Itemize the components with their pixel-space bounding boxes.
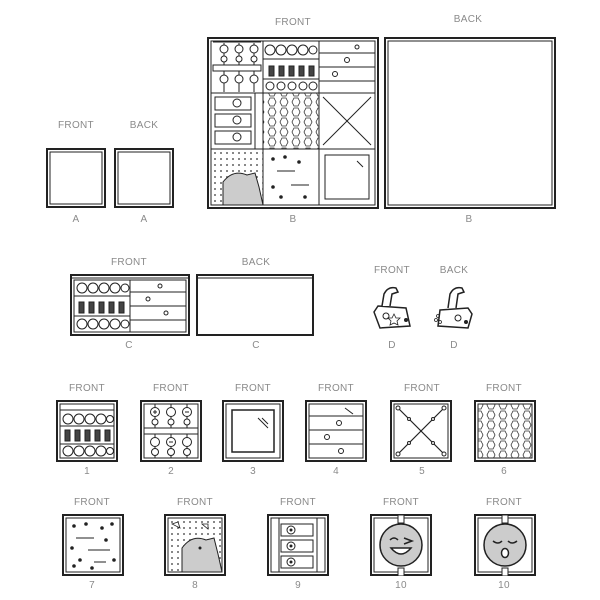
- piece-d-front-label: FRONT: [374, 265, 410, 276]
- panel-5-number: 5: [419, 466, 425, 477]
- piece-b-back-drawing: [384, 37, 556, 209]
- panel-8-drawing: [164, 514, 226, 576]
- piece-d-front-drawing: [373, 286, 411, 329]
- panel-7-label: FRONT: [74, 497, 110, 508]
- panel-6-number: 6: [501, 466, 507, 477]
- panel-3-mirror[interactable]: [222, 400, 284, 462]
- panel-2-abacus-beads[interactable]: [140, 400, 202, 462]
- panel-8-number: 8: [192, 580, 198, 591]
- panel-10-sleepy-face[interactable]: [474, 514, 536, 576]
- panel-6-hexagon-print[interactable]: [474, 400, 536, 462]
- panel-9-number: 9: [295, 580, 301, 591]
- piece-a-back-letter: A: [140, 214, 148, 225]
- piece-a-front[interactable]: [46, 148, 106, 208]
- piece-c-back-letter: C: [252, 340, 260, 351]
- panel-7-confetti-print[interactable]: [62, 514, 124, 576]
- piece-b-back-label: BACK: [453, 14, 483, 25]
- piece-a-back-drawing: [114, 148, 174, 208]
- piece-d-back[interactable]: [432, 282, 476, 332]
- panel-8-puzzle-leaf[interactable]: [164, 514, 226, 576]
- panel-1-rings-and-bottles[interactable]: [56, 400, 118, 462]
- panel-1-drawing: [56, 400, 118, 462]
- panel-7-number: 7: [89, 580, 95, 591]
- panel-2-drawing: [140, 400, 202, 462]
- panel-1-number: 1: [84, 466, 90, 477]
- panel-10a-drawing: [370, 514, 432, 576]
- panel-7-drawing: [62, 514, 124, 576]
- piece-a-back-label: BACK: [129, 120, 159, 131]
- panel-10b-label: FRONT: [486, 497, 522, 508]
- piece-d-back-drawing: [434, 286, 473, 329]
- panel-3-number: 3: [250, 466, 256, 477]
- panel-2-label: FRONT: [153, 383, 189, 394]
- panel-4-number: 4: [333, 466, 339, 477]
- piece-c-back-label: BACK: [241, 257, 271, 268]
- panel-10b-drawing: [474, 514, 536, 576]
- panel-5-label: FRONT: [404, 383, 440, 394]
- piece-b-front-label: FRONT: [275, 17, 311, 28]
- panel-6-drawing: [474, 400, 536, 462]
- panel-3-label: FRONT: [235, 383, 271, 394]
- piece-d-front[interactable]: [370, 282, 414, 332]
- panel-4-zipper-pockets[interactable]: [305, 400, 367, 462]
- piece-b-front-drawing: [207, 37, 379, 209]
- panel-9-label: FRONT: [280, 497, 316, 508]
- panel-10b-number: 10: [498, 580, 510, 591]
- piece-a-front-label: FRONT: [58, 120, 94, 131]
- panel-2-number: 2: [168, 466, 174, 477]
- piece-d-back-label: BACK: [439, 265, 469, 276]
- piece-a-front-letter: A: [72, 214, 80, 225]
- piece-c-back-drawing: [196, 274, 314, 336]
- piece-a-back[interactable]: [114, 148, 174, 208]
- panel-1-label: FRONT: [69, 383, 105, 394]
- piece-a-front-drawing: [46, 148, 106, 208]
- piece-c-back[interactable]: [196, 274, 316, 336]
- piece-d-front-letter: D: [388, 340, 396, 351]
- panel-5-drawing: [390, 400, 452, 462]
- piece-c-front[interactable]: [70, 272, 190, 336]
- panel-3-drawing: [222, 400, 284, 462]
- piece-d-back-letter: D: [450, 340, 458, 351]
- piece-c-front-letter: C: [125, 340, 133, 351]
- panel-10-winking-face[interactable]: [370, 514, 432, 576]
- panel-9-drawing: [267, 514, 329, 576]
- piece-c-front-label: FRONT: [111, 257, 147, 268]
- piece-b-front[interactable]: [207, 37, 379, 209]
- panel-4-label: FRONT: [318, 383, 354, 394]
- piece-b-back-letter: B: [465, 214, 473, 225]
- panel-4-drawing: [305, 400, 367, 462]
- panel-10a-label: FRONT: [383, 497, 419, 508]
- panel-9-button-strips[interactable]: [267, 514, 329, 576]
- piece-b-front-letter: B: [289, 214, 297, 225]
- panel-5-criss-cross-laces[interactable]: [390, 400, 452, 462]
- piece-c-front-drawing: [70, 274, 190, 336]
- panel-8-label: FRONT: [177, 497, 213, 508]
- piece-b-back[interactable]: [384, 37, 556, 209]
- panel-10a-number: 10: [395, 580, 407, 591]
- panel-6-label: FRONT: [486, 383, 522, 394]
